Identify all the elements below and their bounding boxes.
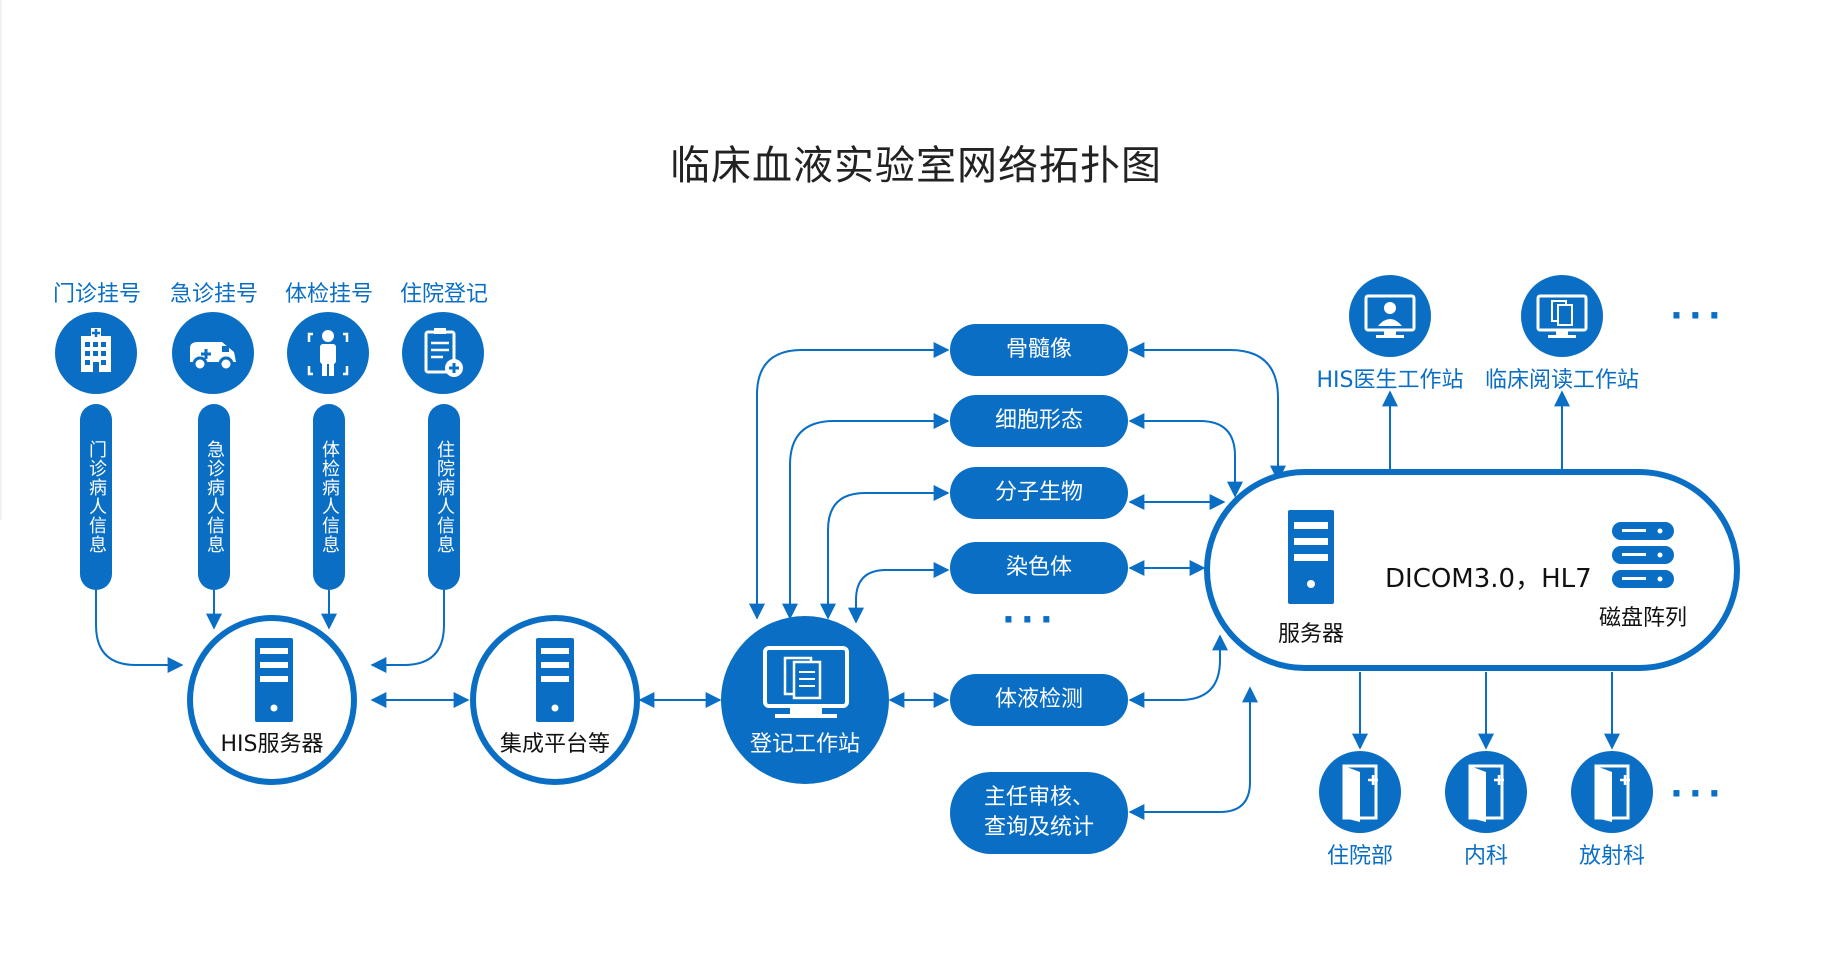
arrow-cell-morphology-server bbox=[1128, 413, 1243, 498]
arrow-reg-cell-morphology bbox=[782, 413, 950, 620]
module-cell-morphology: 细胞形态 bbox=[950, 395, 1128, 447]
internal-medicine-door-icon bbox=[1445, 751, 1527, 833]
clinical-reading-workstation-icon bbox=[1521, 275, 1603, 357]
module-chromosome: 染色体 bbox=[950, 542, 1128, 594]
arrow-reg-bone-marrow bbox=[749, 342, 950, 620]
body-scan-icon bbox=[287, 312, 369, 394]
clipboard-medical-icon bbox=[402, 312, 484, 394]
arrow-review-server bbox=[1128, 686, 1258, 820]
source-label-outpatient: 门诊挂号 bbox=[52, 282, 141, 307]
his-doctor-workstation-label: HIS医生工作站 bbox=[1316, 368, 1464, 393]
module-body-fluid: 体液检测 bbox=[950, 674, 1128, 726]
arrow-reg-molecular bbox=[820, 485, 950, 620]
radiology-door-icon bbox=[1571, 751, 1653, 833]
source-label-checkup: 体检挂号 bbox=[284, 282, 373, 307]
inpatient-door-icon bbox=[1319, 751, 1401, 833]
department-radiology-label: 放射科 bbox=[1578, 844, 1645, 869]
left-divider bbox=[0, 0, 2, 520]
module-molecular-biology: 分子生物 bbox=[950, 467, 1128, 519]
arrow-bone-marrow-server bbox=[1128, 342, 1286, 482]
integration-label: 集成平台等 bbox=[499, 732, 610, 757]
ambulance-icon bbox=[172, 312, 254, 394]
module-bone-marrow: 骨髓像 bbox=[950, 324, 1128, 376]
workstation-ellipsis: ··· bbox=[1670, 296, 1727, 336]
department-ellipsis: ··· bbox=[1670, 774, 1727, 814]
arrow-reg-chromosome bbox=[848, 562, 950, 624]
registration-node bbox=[721, 616, 889, 784]
protocol-label: DICOM3.0，HL7 bbox=[1385, 564, 1592, 594]
his-doctor-workstation-icon bbox=[1349, 275, 1431, 357]
module-review-statistics: 主任审核、 查询及统计 bbox=[950, 772, 1128, 854]
central-server-icon bbox=[1288, 510, 1334, 604]
integration-server-icon bbox=[536, 638, 574, 722]
clinical-reading-workstation-label: 临床阅读工作站 bbox=[1484, 368, 1639, 393]
emergency-info-pill: 急诊病人信息 bbox=[198, 404, 230, 590]
central-server-label: 服务器 bbox=[1277, 622, 1344, 647]
inpatient-info-pill: 住院病人信息 bbox=[428, 404, 460, 590]
department-internal-label: 内科 bbox=[1463, 844, 1508, 869]
his-server-icon bbox=[255, 638, 293, 722]
registration-label: 登记工作站 bbox=[749, 732, 860, 757]
module-ellipsis: ··· bbox=[1002, 600, 1059, 640]
arrow-body-fluid-server bbox=[1128, 634, 1228, 708]
department-inpatient-label: 住院部 bbox=[1326, 844, 1393, 869]
central-server-block bbox=[1204, 469, 1740, 671]
disk-array-icon bbox=[1612, 522, 1674, 588]
registration-monitor-icon bbox=[763, 646, 849, 718]
source-label-inpatient: 住院登记 bbox=[399, 282, 488, 307]
source-label-emergency: 急诊挂号 bbox=[169, 282, 258, 307]
hospital-building-icon bbox=[55, 312, 137, 394]
checkup-info-pill: 体检病人信息 bbox=[313, 404, 345, 590]
outpatient-info-pill: 门诊病人信息 bbox=[80, 404, 112, 590]
disk-array-label: 磁盘阵列 bbox=[1598, 606, 1687, 631]
arrow-inpatient-to-his bbox=[370, 590, 445, 673]
his-server-label: HIS服务器 bbox=[220, 732, 324, 757]
arrow-outpatient-to-his bbox=[95, 590, 184, 673]
diagram-title: 临床血液实验室网络拓扑图 bbox=[670, 143, 1162, 189]
